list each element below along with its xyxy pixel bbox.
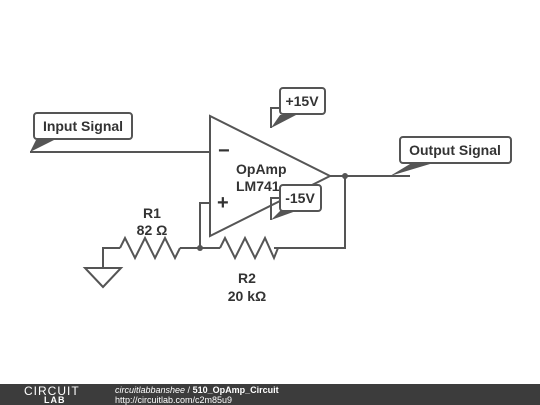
circuit-schematic: − + OpAmp LM741 R1 82 Ω R2 20 kΩ Input S… xyxy=(30,87,512,304)
ground-wire xyxy=(102,247,120,268)
path-separator: / xyxy=(185,385,193,395)
ground-icon xyxy=(82,267,124,289)
vpos-supply-wire xyxy=(270,107,282,128)
circuitlab-logo: CIRCUIT LAB xyxy=(4,384,96,405)
r2-name-label: R2 xyxy=(238,270,256,286)
feedback-junction-dot xyxy=(197,245,203,251)
opamp-name-label: OpAmp xyxy=(236,161,287,177)
vneg-supply-wire xyxy=(270,197,282,220)
output-junction-dot xyxy=(342,173,348,179)
logo-top-text: CIRCUIT xyxy=(24,384,80,398)
r2-value-label: 20 kΩ xyxy=(228,288,266,304)
footer-attribution: circuitlabbanshee / 510_OpAmp_Circuit xyxy=(115,385,279,395)
circuit-url[interactable]: http://circuitlab.com/c2m85u9 xyxy=(115,395,233,405)
noninv-input-wire xyxy=(199,202,210,248)
r1-name-label: R1 xyxy=(143,205,161,221)
footer-bar: CIRCUIT LAB circuitlabbanshee / 510_OpAm… xyxy=(0,384,540,405)
output-signal-label: Output Signal xyxy=(409,142,501,158)
input-signal-flag: Input Signal xyxy=(30,112,133,152)
output-signal-flag: Output Signal xyxy=(390,136,512,176)
vneg-supply-flag: -15V xyxy=(271,184,322,220)
opamp-plus-sign: + xyxy=(217,192,229,214)
author-name: circuitlabbanshee xyxy=(115,385,186,395)
circuit-title: 510_OpAmp_Circuit xyxy=(192,385,279,395)
input-signal-label: Input Signal xyxy=(43,118,123,134)
opamp-minus-sign: − xyxy=(218,140,230,162)
r1-value-label: 82 Ω xyxy=(137,222,168,238)
opamp-symbol xyxy=(209,114,333,238)
feedback-wire xyxy=(274,176,346,249)
resistor-r1 xyxy=(119,235,181,261)
resistor-r2 xyxy=(219,235,279,261)
vneg-supply-label: -15V xyxy=(285,190,315,206)
logo-bottom-text: LAB xyxy=(44,395,66,405)
vpos-supply-flag: +15V xyxy=(271,87,326,128)
vpos-supply-label: +15V xyxy=(285,93,319,109)
opamp-model-label: LM741 xyxy=(236,178,280,194)
